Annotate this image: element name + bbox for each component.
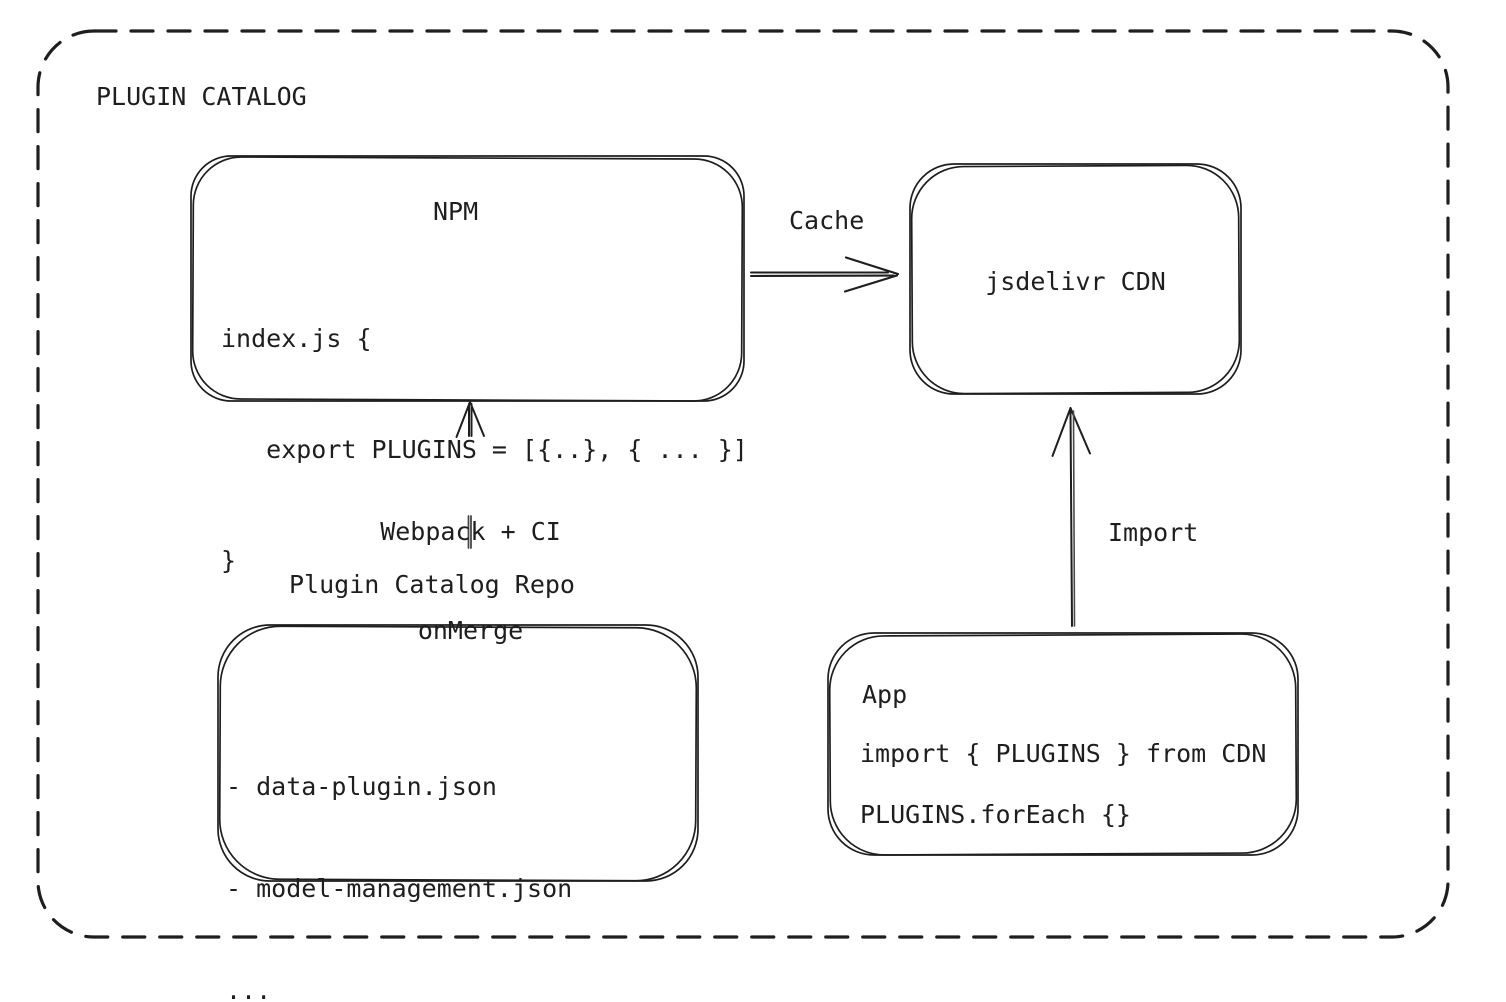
import-arrow-label: Import xyxy=(1108,518,1199,547)
cdn-box-label: jsdelivr CDN xyxy=(985,267,1166,296)
import-arrow xyxy=(1051,407,1091,627)
cache-arrow-label: Cache xyxy=(789,206,865,235)
npm-code-line: index.js { xyxy=(221,324,372,353)
app-box-title: App xyxy=(862,680,908,709)
webpack-arrow-label-line: Webpack + CI xyxy=(380,517,561,546)
catalog-boundary xyxy=(36,29,1450,939)
diagram-title: PLUGIN CATALOG xyxy=(96,82,307,111)
cdn-box xyxy=(909,163,1242,395)
repo-file-item: - model-management.json xyxy=(226,874,573,903)
npm-code-block: index.js { export PLUGINS = [{..}, { ...… xyxy=(221,246,748,653)
webpack-arrow-label-line: onMerge xyxy=(417,616,524,645)
app-code-line: PLUGINS.forEach {} xyxy=(860,800,1131,829)
npm-code-line: export PLUGINS = [{..}, { ... }] xyxy=(221,435,748,464)
cache-arrow xyxy=(749,256,900,293)
npm-box-title: NPM xyxy=(433,197,479,226)
webpack-arrow-label: Webpack + CI onMerge xyxy=(330,449,611,713)
repo-file-list: - data-plugin.json - model-management.js… xyxy=(226,702,572,1002)
npm-box xyxy=(190,155,745,402)
app-code-line: import { PLUGINS } from CDN xyxy=(860,739,1267,768)
repo-file-item: - data-plugin.json xyxy=(226,772,497,801)
app-box xyxy=(827,632,1299,856)
npm-code-line: } xyxy=(221,546,237,575)
repo-box xyxy=(217,624,699,882)
repo-box-heading: Plugin Catalog Repo xyxy=(289,570,575,599)
webpack-arrow xyxy=(455,401,485,549)
repo-file-item: ... xyxy=(226,976,272,1002)
